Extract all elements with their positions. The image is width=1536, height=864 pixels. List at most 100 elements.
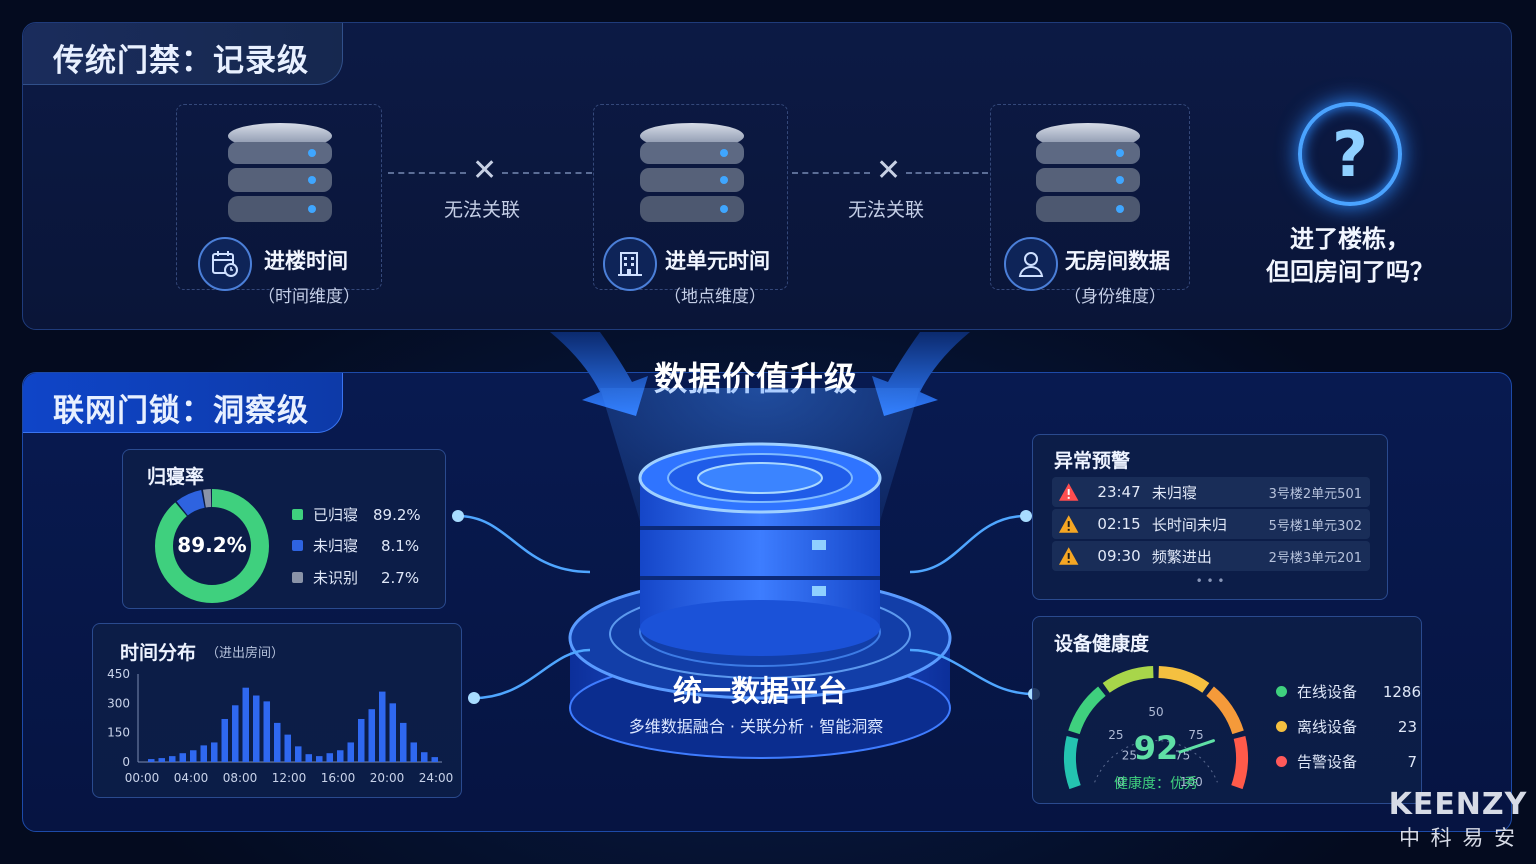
legend-dot-green: [1276, 686, 1287, 697]
gauge-arc-segment: [1068, 686, 1106, 735]
alert-time: 23:47: [1097, 483, 1141, 501]
bar: [158, 758, 166, 762]
alert-row[interactable]: 09:30 频繁进出 2号楼3单元201: [1052, 541, 1370, 571]
question-mark-icon: ?: [1298, 102, 1402, 206]
bar: [274, 722, 281, 762]
bar: [169, 756, 176, 762]
bar: [284, 734, 292, 762]
node-box-room-data: [990, 104, 1190, 290]
bar: [326, 753, 334, 762]
x-tick-label: 12:00: [272, 771, 307, 785]
gauge-tick-label: 25: [1122, 748, 1137, 762]
x-tick-label: 00:00: [125, 771, 160, 785]
broken-link-x-icon: ✕: [472, 153, 498, 188]
database-icon: [1036, 123, 1140, 222]
alert-time: 02:15: [1097, 515, 1141, 533]
node-sub-unit-time: （地点维度）: [664, 287, 766, 307]
donut-segment-0: [155, 489, 269, 603]
gauge-tick-label: 100: [1180, 775, 1203, 789]
question-line-2: 但回房间了吗？: [1266, 258, 1434, 286]
alert-type: 未归寝: [1151, 483, 1197, 502]
bar: [190, 750, 197, 762]
database-icon: [228, 123, 332, 222]
node-label-room-data: 无房间数据: [1065, 249, 1170, 273]
bar: [253, 695, 260, 762]
bar: [337, 750, 344, 762]
broken-link-x-icon: ✕: [876, 153, 902, 188]
health-status: 健康度：优秀: [1114, 776, 1198, 792]
time-dist-subtitle: （进出房间）: [206, 646, 285, 661]
bar: [368, 709, 376, 762]
legend-dot-red: [1276, 756, 1287, 767]
node-sub-building-time: （时间维度）: [258, 287, 360, 307]
alert-row[interactable]: 23:47 未归寝 3号楼2单元501: [1052, 477, 1370, 507]
brand-name-en: KEENZY: [1388, 787, 1528, 822]
bar: [305, 754, 313, 762]
platform-subtitle: 多维数据融合 · 关联分析 · 智能洞察: [628, 717, 884, 736]
x-tick-label: 08:00: [223, 771, 258, 785]
bar: [431, 757, 439, 762]
health-score: 92: [1133, 729, 1179, 767]
legend-dot-yellow: [1276, 721, 1287, 732]
alert-critical-icon: [1058, 483, 1079, 501]
platform-title: 统一数据平台: [672, 674, 847, 708]
legend-swatch-gray: [292, 572, 303, 583]
bar: [148, 759, 155, 762]
user-icon: [1004, 237, 1058, 291]
gauge-arc-segment: [1206, 686, 1244, 735]
alert-place: 5号楼1单元302: [1268, 518, 1362, 534]
x-tick-label: 20:00: [370, 771, 405, 785]
bar: [221, 718, 229, 762]
time-dist-title: 时间分布: [120, 642, 197, 664]
sleep-rate-donut: [155, 489, 269, 603]
gauge-arc-segment: [1231, 736, 1248, 790]
legend-swatch-blue: [292, 540, 303, 551]
node-sub-room-data: （身份维度）: [1064, 287, 1166, 307]
bar: [400, 722, 407, 762]
bar: [379, 691, 386, 762]
node-label-building-time: 进楼时间: [264, 249, 348, 273]
link-line-dashed: [388, 172, 466, 174]
bar: [232, 705, 239, 762]
bar: [316, 756, 323, 762]
alert-type: 频繁进出: [1151, 547, 1212, 566]
alert-warning-icon: [1058, 515, 1079, 533]
x-tick-label: 24:00: [419, 771, 454, 785]
data-platform-graphic: [568, 388, 952, 759]
bar: [179, 753, 187, 762]
bar: [211, 742, 218, 762]
networked-section-title: 联网门锁：洞察级: [23, 373, 343, 433]
alert-row[interactable]: 02:15 长时间未归 5号楼1单元302: [1052, 509, 1370, 539]
gauge-inner-ring: [1094, 740, 1218, 783]
node-label-unit-time: 进单元时间: [665, 249, 770, 273]
gauge-arc-segment: [1064, 736, 1081, 790]
bar: [358, 718, 365, 762]
platform-connectors: [452, 510, 1040, 704]
gauge-tick-label: 75: [1188, 728, 1203, 742]
alerts-more-icon[interactable]: • • •: [1195, 574, 1225, 588]
brand-name-cn: 中 科 易 安: [1398, 826, 1518, 850]
bar: [263, 701, 271, 762]
gauge-tick-label: 0: [1117, 775, 1125, 789]
traditional-access-panel: 传统门禁：记录级: [22, 22, 1512, 330]
alerts-title: 异常预警: [1054, 450, 1131, 472]
bar: [242, 687, 250, 762]
database-icon: [640, 123, 744, 222]
bar: [421, 752, 428, 762]
y-tick-label: 300: [107, 696, 130, 710]
bar: [410, 742, 418, 762]
device-health-title: 设备健康度: [1054, 633, 1150, 655]
no-link-label: 无法关联: [848, 199, 925, 221]
building-icon: [603, 237, 657, 291]
y-tick-label: 0: [122, 755, 130, 769]
bar: [295, 746, 302, 762]
no-link-label: 无法关联: [444, 199, 521, 221]
legend-swatch-green: [292, 509, 303, 520]
